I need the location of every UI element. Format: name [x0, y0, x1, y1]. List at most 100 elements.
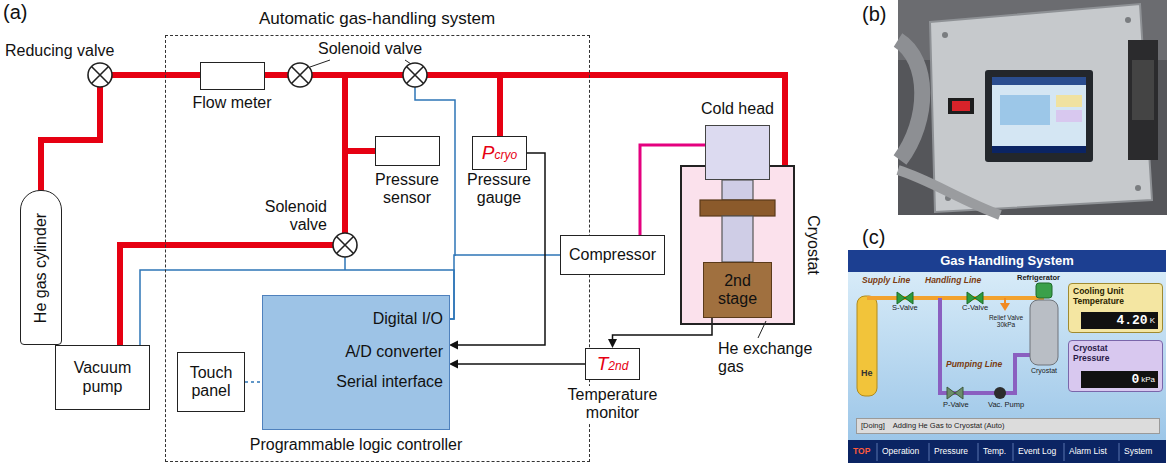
hmi-screen	[848, 250, 1166, 463]
node-label: Flow meter	[179, 94, 285, 112]
screen-label: P-Valve	[943, 401, 969, 410]
photo	[1056, 95, 1082, 107]
control-wire	[449, 255, 560, 319]
system-boundary: Automatic gas-handling systemFlow meterP…	[165, 35, 590, 462]
screen-label: Handling Line	[925, 276, 981, 286]
valve-symbol	[403, 63, 427, 87]
photo	[1135, 185, 1141, 191]
node-label: He gas cylinder	[31, 213, 49, 323]
menu-tab: Temp.	[983, 447, 1006, 457]
node-label: Pressure gauge	[461, 171, 537, 208]
signal-arrow	[457, 153, 545, 345]
plc-port: Digital I/O	[263, 306, 449, 332]
signal-arrow	[608, 318, 712, 348]
control-wire	[344, 257, 346, 270]
screen-label: Cryostat	[1026, 367, 1062, 375]
photo	[1128, 40, 1158, 160]
menu-tab: Pressure	[934, 447, 968, 457]
group-heading: Automatic gas-handling system	[166, 9, 588, 29]
hmi-screen	[1004, 298, 1006, 303]
compressor-hose	[640, 145, 705, 235]
screen-label: S-Valve	[892, 304, 918, 313]
photo	[898, 0, 1167, 215]
node-label: 2nd stage	[709, 272, 766, 309]
control-wire	[345, 87, 455, 270]
arrow-head	[608, 339, 617, 348]
plc-port: A/D converter	[263, 336, 449, 369]
pressure-sensor: Pressure sensor	[375, 136, 440, 166]
screen-label: Relief Valve 30kPa	[984, 314, 1028, 329]
compressor: Compressor	[560, 235, 665, 275]
signal-arrow	[449, 360, 585, 369]
valve-symbol	[88, 63, 112, 87]
photo	[898, 40, 922, 160]
photo	[1125, 17, 1131, 23]
readout-panel: Cryostat Pressure 0kPa	[1068, 340, 1163, 392]
second-stage: 2nd stage	[703, 262, 772, 318]
node-label: Vacuum pump	[61, 359, 144, 396]
readout-unit: kPa	[1141, 376, 1155, 384]
part-label: Solenoid valve	[253, 198, 327, 235]
node-label: Programmable logic controller	[222, 436, 490, 454]
part-label: Solenoid valve	[318, 40, 422, 58]
node-label: Cryostat Pressure	[1073, 344, 1135, 364]
pressure-gauge: PcryoPressure gauge	[472, 136, 527, 170]
part-label: Reducing valve	[5, 42, 114, 60]
panel-letter: (a)	[3, 1, 27, 24]
node-label: Adding He Gas to Cryostat (Auto)	[893, 422, 1005, 431]
node-label: Serial interface	[336, 373, 443, 391]
photo	[952, 101, 970, 111]
photo	[992, 77, 1086, 85]
gas-pipe	[345, 148, 376, 154]
screen-label: Pumping Line	[946, 360, 1002, 370]
photo	[1132, 60, 1154, 120]
photo	[992, 146, 1086, 153]
valve-symbol	[337, 237, 354, 254]
hmi-screen	[848, 250, 1166, 463]
hmi-screen	[947, 387, 963, 399]
leader-line	[310, 60, 330, 67]
panel-letter: (b)	[862, 3, 886, 26]
leader-line	[405, 60, 411, 64]
valve-symbol	[333, 233, 357, 257]
plc-port: Serial interface	[263, 370, 449, 394]
photo	[985, 70, 1093, 162]
menu-tab: Operation	[882, 447, 919, 457]
menu-tab: System	[1124, 447, 1152, 457]
node-label: Cooling Unit Temperature	[1073, 287, 1159, 307]
node-label: Compressor	[569, 246, 656, 264]
screen-label: Refrigerator	[1017, 274, 1060, 283]
gas-pipe	[497, 75, 503, 137]
node-label: Temperature monitor	[550, 386, 675, 423]
serial-link	[245, 381, 263, 383]
touch-panel: Touch panel	[177, 352, 245, 412]
photo	[898, 170, 1000, 215]
menu-tab: Event Log	[1018, 447, 1056, 457]
hmi-screen	[1036, 283, 1052, 298]
photo	[992, 77, 1086, 153]
hmi-screen	[967, 292, 983, 304]
node-label: [Doing]	[861, 422, 885, 431]
valve-symbol	[407, 67, 424, 84]
readout-panel: Cooling Unit Temperature 4.20K	[1068, 283, 1163, 333]
screen-label: Vac. Pump	[988, 401, 1024, 410]
readout-value: 4.20	[1116, 314, 1147, 327]
cryostat-interior	[680, 165, 795, 325]
digital-display: 0kPa	[1081, 371, 1158, 388]
node-label: Cold head	[690, 100, 785, 118]
arrow-head	[449, 341, 458, 350]
compressor-hose	[640, 145, 705, 235]
hmi-screen	[877, 443, 1119, 461]
control-wire	[449, 255, 560, 319]
hmi-screen	[867, 296, 1044, 300]
node-label: A/D converter	[345, 343, 443, 361]
panel-letter: (c)	[862, 226, 885, 249]
hmi-screen	[857, 296, 877, 396]
plc-box: Programmable logic controllerDigital I/O…	[262, 295, 450, 430]
readout-unit: K	[1150, 317, 1155, 325]
valve-symbol	[92, 67, 109, 84]
signal-arrow	[457, 363, 585, 365]
readout-value: 0	[1131, 373, 1139, 386]
